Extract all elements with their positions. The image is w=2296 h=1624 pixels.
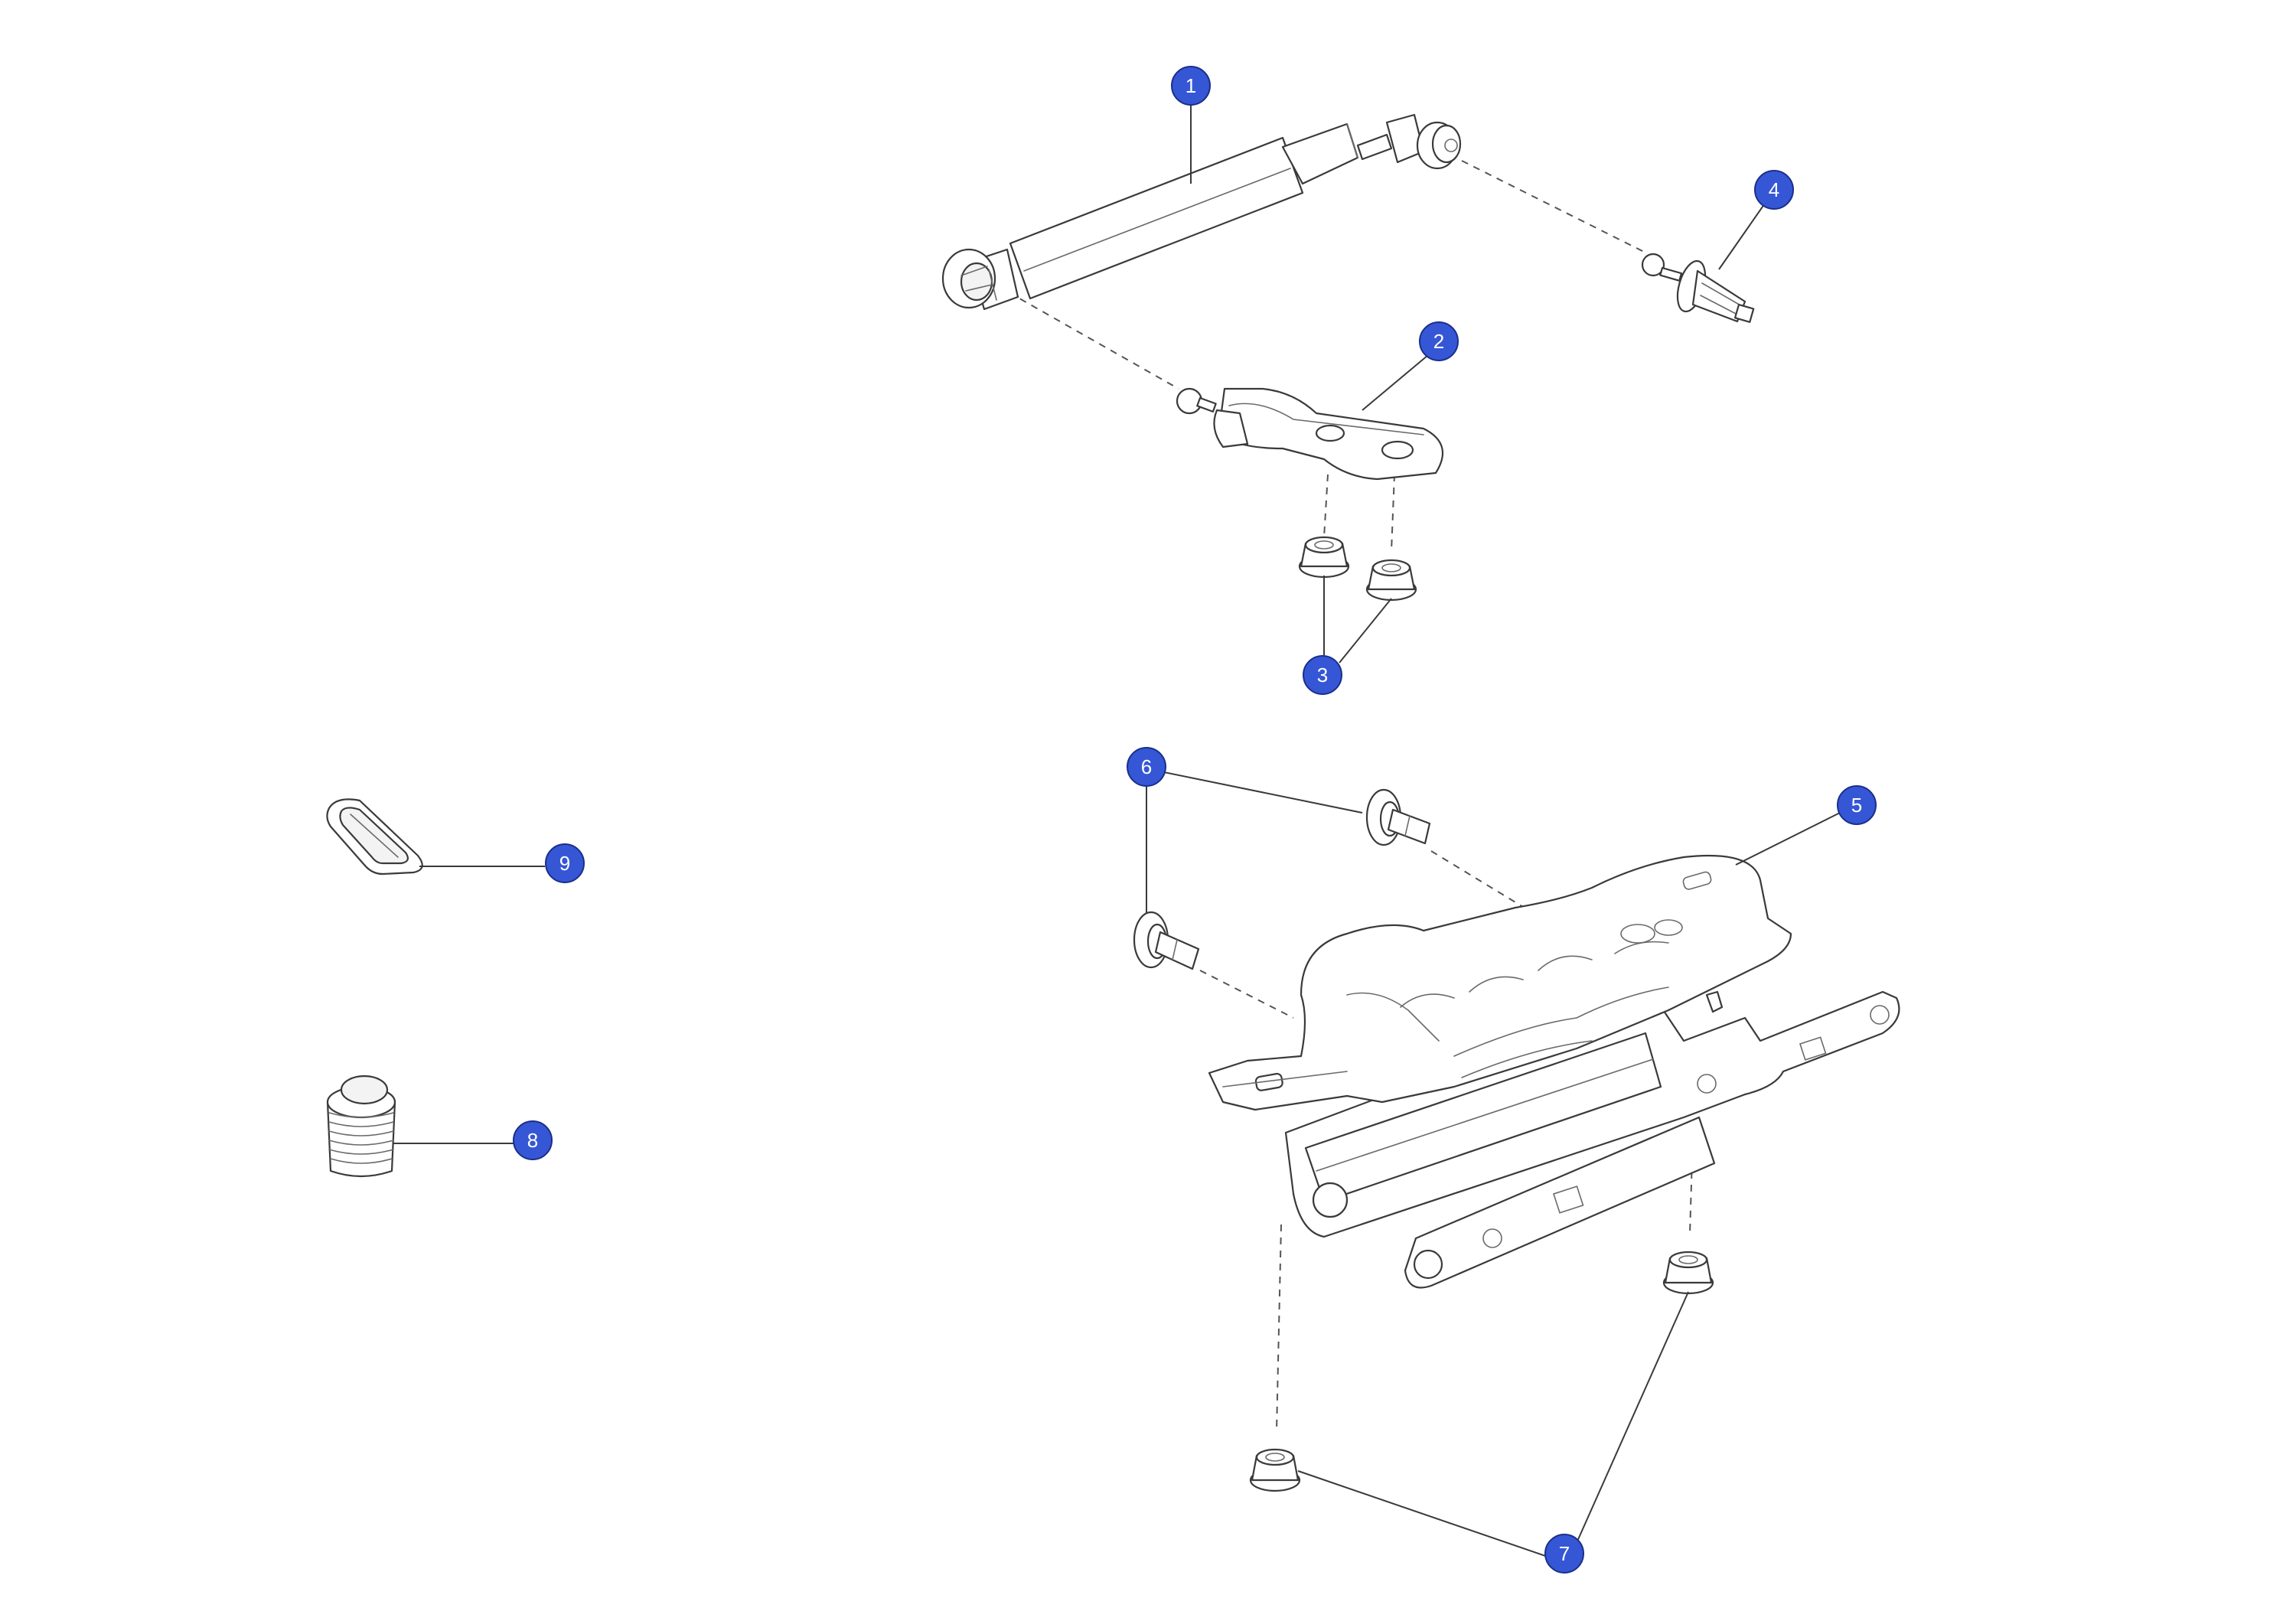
callout-7-label: 7: [1559, 1542, 1570, 1565]
callout-9[interactable]: 9: [545, 843, 585, 883]
dash-bolt-upper: [1430, 850, 1524, 908]
callout-6-label: 6: [1141, 755, 1152, 778]
dash-hinge-to-nut-left: [1276, 1224, 1282, 1432]
callout-1[interactable]: 1: [1171, 66, 1211, 106]
dash-strut-to-ballstud: [1461, 160, 1646, 253]
flange-nut-pair-lower: [1249, 1251, 1714, 1492]
callout-9-label: 9: [559, 852, 570, 875]
leader-2: [1362, 354, 1429, 411]
callout-5[interactable]: 5: [1837, 785, 1877, 825]
callout-4-circle: [1754, 170, 1794, 210]
callout-3-circle: [1303, 655, 1342, 695]
leader-6a: [1159, 771, 1363, 814]
callout-4-label: 4: [1769, 178, 1779, 201]
hinge-assembly-part: [1208, 854, 1900, 1289]
dash-bolt-lower: [1199, 970, 1294, 1019]
leader-7b: [1576, 1291, 1689, 1544]
strut-bracket-part: [1176, 387, 1443, 481]
leader-3b: [1339, 598, 1392, 664]
dash-strut-to-bracket: [1008, 292, 1179, 390]
dash-bracket-to-nut-b: [1391, 474, 1395, 552]
dash-bracket-to-nut-a: [1323, 474, 1329, 538]
leader-4: [1718, 198, 1769, 270]
callout-8-label: 8: [527, 1129, 538, 1152]
callout-5-circle: [1837, 785, 1877, 825]
callout-7[interactable]: 7: [1544, 1534, 1584, 1573]
callout-4[interactable]: 4: [1754, 170, 1794, 210]
callout-2-circle: [1419, 321, 1459, 361]
callout-2[interactable]: 2: [1419, 321, 1459, 361]
ball-stud-part: [1641, 253, 1755, 323]
callout-6-circle: [1127, 747, 1166, 787]
assembly-lines: [1008, 160, 1694, 1432]
leader-5: [1735, 812, 1841, 866]
callout-1-label: 1: [1186, 74, 1196, 97]
gas-strut-part: [941, 113, 1462, 311]
callout-3[interactable]: 3: [1303, 655, 1342, 695]
callout-7-circle: [1544, 1534, 1584, 1573]
callout-2-label: 2: [1433, 330, 1444, 353]
bump-stop-part: [326, 1075, 396, 1178]
flange-nut-pair-upper: [1298, 536, 1417, 602]
callout-6[interactable]: 6: [1127, 747, 1166, 787]
callout-1-circle: [1171, 66, 1211, 106]
leader-7a: [1297, 1470, 1548, 1557]
callout-8-circle: [513, 1120, 553, 1160]
callout-3-label: 3: [1317, 664, 1328, 686]
callout-5-label: 5: [1851, 794, 1862, 817]
bolt-pair: [1133, 788, 1431, 970]
leader-lines: [393, 99, 1841, 1557]
grommet-part: [326, 798, 423, 876]
callouts: 1 2 3 4 5 6 7 8: [513, 66, 1877, 1573]
callout-8[interactable]: 8: [513, 1120, 553, 1160]
callout-9-circle: [545, 843, 585, 883]
